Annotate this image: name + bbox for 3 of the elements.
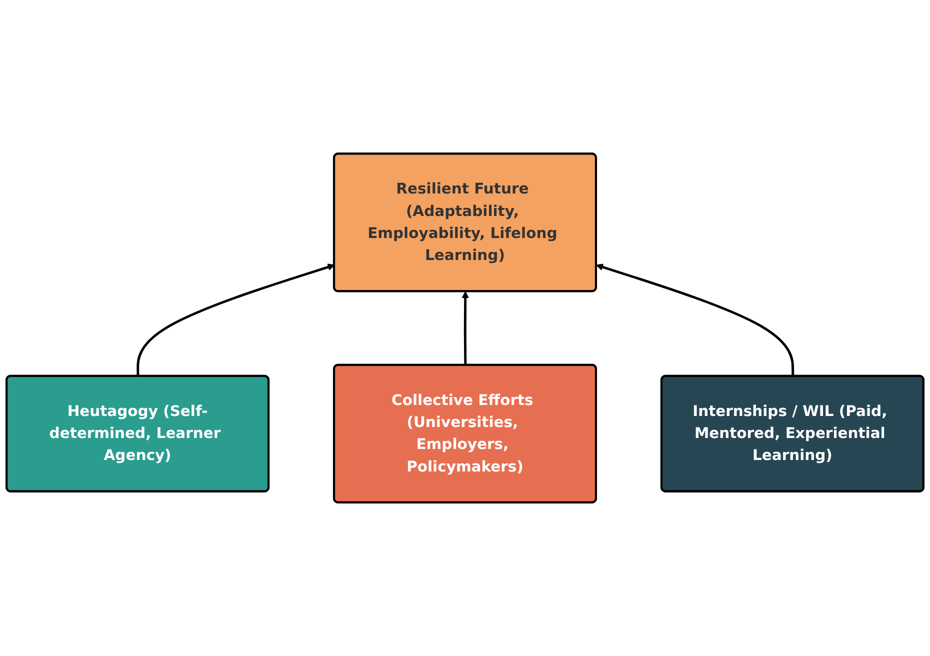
arrow: [136, 264, 335, 376]
arrow: [596, 264, 794, 376]
arrow: [462, 291, 469, 366]
